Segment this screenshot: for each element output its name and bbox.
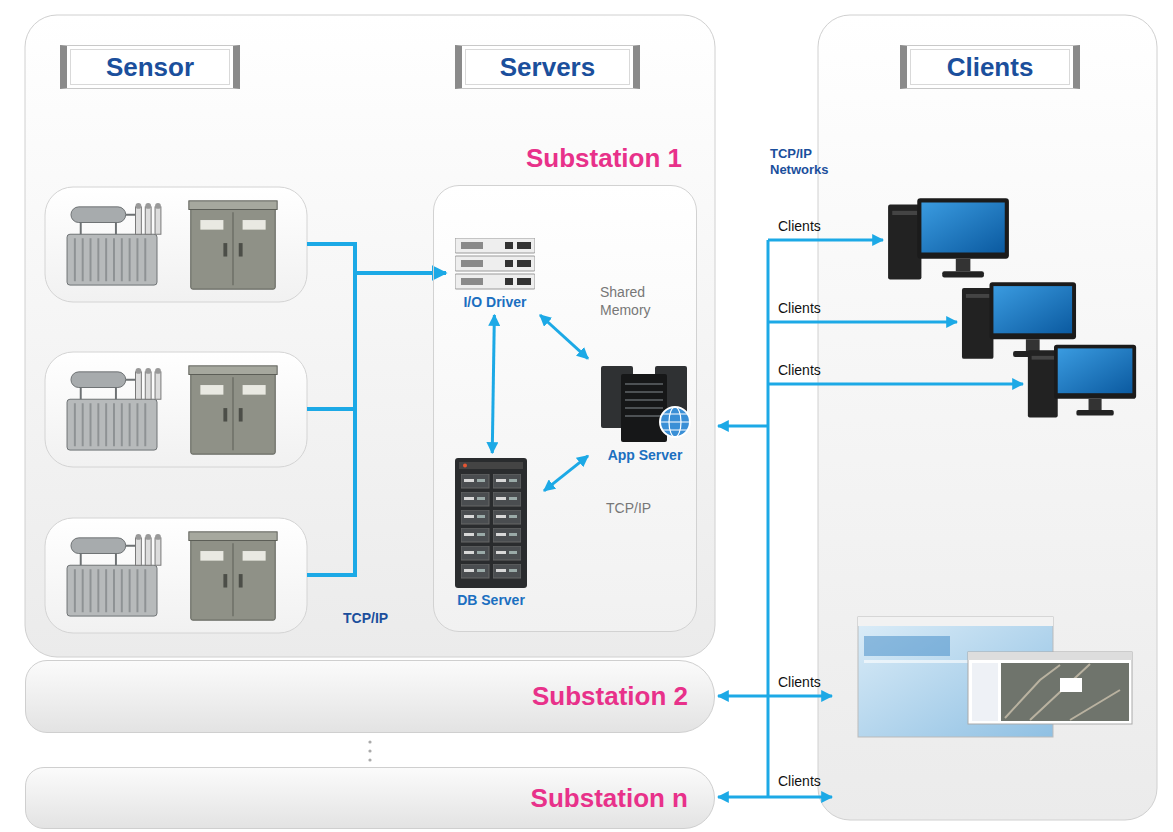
- sensor-box: [67, 368, 161, 450]
- continuation-dots: [368, 749, 371, 752]
- screenshot: [968, 652, 1132, 660]
- server-label: I/O Driver: [463, 294, 526, 310]
- client-pc: [888, 198, 1009, 279]
- panel-ground: [25, 15, 1157, 820]
- server-label: App Server: [608, 447, 683, 463]
- substation-box: I/O DriverApp ServerDB ServerSubstation …: [433, 185, 697, 632]
- server-icon: [595, 358, 695, 443]
- protocol-label: TCP/IP: [343, 610, 388, 626]
- panel-ground: [818, 15, 1157, 820]
- server-label: DB Server: [457, 592, 525, 608]
- server-icon: [455, 238, 535, 289]
- screenshot: [1001, 663, 1129, 721]
- network-bus: [767, 240, 770, 797]
- server-node: App Server: [591, 356, 699, 465]
- client-pc: [1028, 345, 1136, 418]
- panel-ground: [25, 15, 715, 657]
- substation-title: Substation n: [531, 783, 688, 814]
- connector-label: Shared Memory: [600, 284, 672, 319]
- screenshot: [1005, 664, 1120, 720]
- continuation-dots: [368, 740, 371, 761]
- sensor-box: [67, 203, 161, 285]
- panel-ground: [433, 185, 697, 632]
- substation-band: Substation 2: [25, 660, 715, 733]
- substation-title: Substation 2: [532, 681, 688, 712]
- tab-title: Clients: [947, 52, 1034, 83]
- sensor-box: [189, 366, 277, 454]
- substation-band: Substation n: [25, 767, 715, 829]
- sensor-wire: [307, 242, 446, 577]
- header-tab: Sensor: [60, 45, 240, 89]
- screenshot: [1060, 678, 1082, 692]
- continuation-dots: [368, 740, 371, 743]
- substation-title: Substation 1: [526, 143, 682, 174]
- client-pc: [888, 198, 1136, 417]
- screenshot: [864, 636, 950, 656]
- screenshot: [858, 617, 1132, 737]
- connector-arrow: [544, 456, 588, 491]
- screenshot: [972, 663, 998, 721]
- sensor-box: [45, 352, 307, 467]
- server-icon: [455, 458, 527, 588]
- screenshot: [968, 652, 1132, 724]
- network-bus: [768, 239, 883, 242]
- server-icon: [451, 458, 531, 588]
- continuation-dots: [368, 758, 371, 761]
- connector-label: TCP/IP: [606, 500, 666, 518]
- server-node: DB Server: [441, 456, 541, 610]
- tab-title: Servers: [500, 52, 595, 83]
- header-tab: Clients: [900, 45, 1080, 89]
- network-bus: [768, 383, 1023, 386]
- sensor-box: [189, 201, 277, 289]
- sensor-box: [189, 532, 277, 620]
- sensor-box: [45, 187, 307, 633]
- sensor-box: [67, 534, 161, 616]
- server-icon: [601, 366, 690, 442]
- header-tab: Servers: [455, 45, 640, 89]
- tab-title: Sensor: [106, 52, 194, 83]
- network-bus: [768, 321, 957, 324]
- network-bus: [718, 796, 832, 799]
- client-link-label: Clients: [778, 674, 821, 690]
- connector-arrow: [492, 315, 494, 453]
- client-link-label: Clients: [778, 300, 821, 316]
- sensor-wire: [307, 242, 355, 577]
- server-icon: [455, 238, 535, 290]
- sensor-box: [45, 187, 307, 302]
- client-link-label: Clients: [778, 218, 821, 234]
- connector-arrow: [540, 315, 588, 359]
- server-node: I/O Driver: [451, 236, 539, 312]
- sensor-box: [45, 518, 307, 633]
- client-link-label: Clients: [778, 773, 821, 789]
- client-link-label: Clients: [778, 362, 821, 378]
- network-bus: [718, 695, 832, 698]
- network-bus: [718, 425, 768, 428]
- screenshot: [858, 617, 1053, 626]
- screenshot: [864, 660, 984, 663]
- network-label: TCP/IP Networks: [770, 146, 838, 179]
